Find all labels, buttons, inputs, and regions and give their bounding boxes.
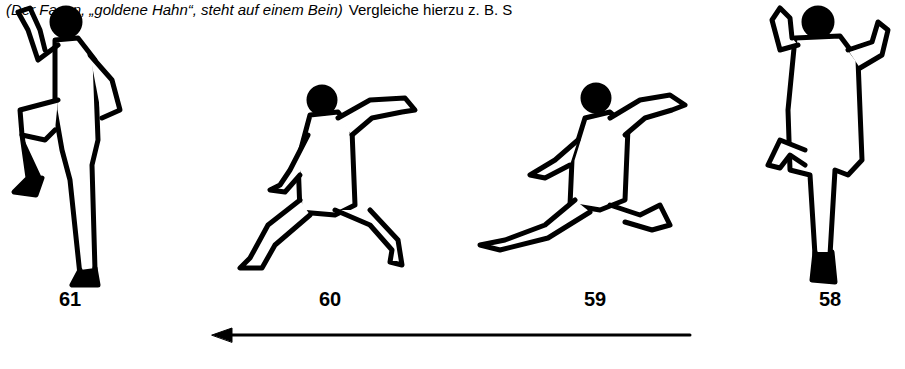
figure-number: 61 [59,288,81,311]
figure-59 [480,85,685,250]
arrow-head [212,328,232,342]
figure-number: 58 [819,288,841,311]
caption-text: (Der Fasan, „goldene Hahn“, steht auf ei… [6,1,343,18]
figure-number: 60 [319,288,341,311]
figure-60 [240,87,415,268]
direction-arrow [225,334,690,337]
figure-58 [768,8,888,282]
figure-number: 59 [584,288,606,311]
figure-61 [14,8,120,285]
caption-text: Vergleiche hierzu z. B. S [349,1,512,18]
